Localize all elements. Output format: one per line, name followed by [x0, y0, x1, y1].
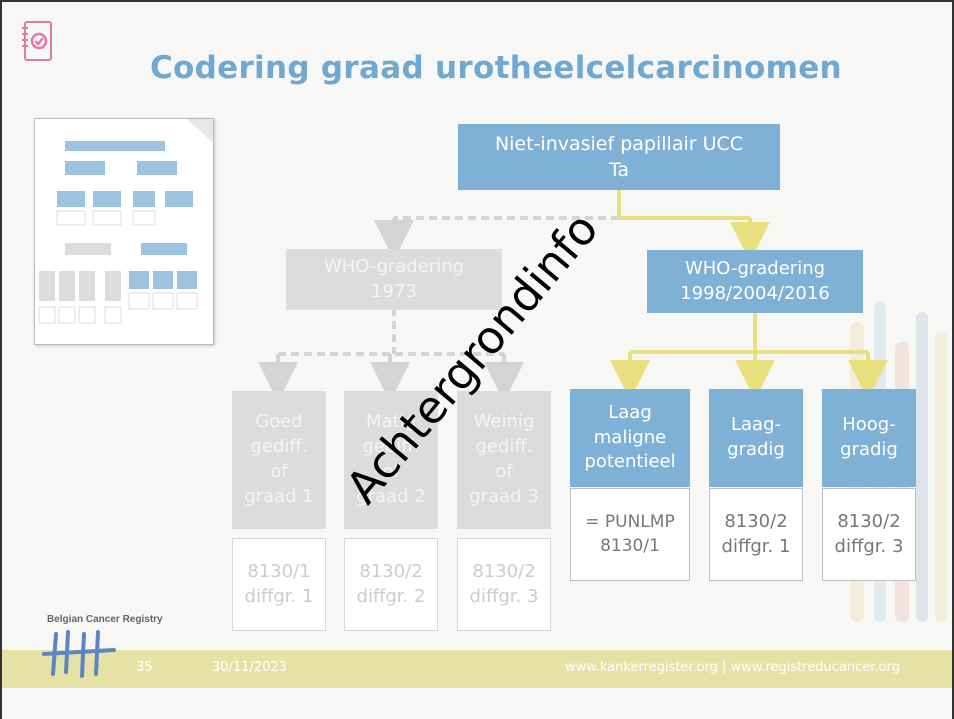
- footer-urls: www.kankerregister.org | www.registreduc…: [565, 660, 900, 675]
- grade-hooggradig: Hoog- gradig: [822, 389, 916, 487]
- node-who-1973: WHO-gradering 1973: [286, 249, 502, 310]
- code-1973-goed: 8130/1 diffgr. 1: [232, 538, 326, 631]
- page-title: Codering graad urotheelcelcarcinomen: [150, 50, 842, 86]
- code-punlmp: = PUNLMP 8130/1: [570, 488, 690, 581]
- registry-logo-icon: [42, 630, 116, 678]
- code-hooggradig: 8130/2 diffgr. 3: [822, 488, 916, 581]
- grade-1973-matig: Matig gediff. of graad 2: [344, 391, 438, 529]
- code-1973-matig: 8130/2 diffgr. 2: [344, 538, 438, 631]
- registry-name: Belgian Cancer Registry: [47, 614, 163, 625]
- checklist-icon: [22, 21, 52, 61]
- document-thumbnail-icon: [34, 118, 214, 345]
- grade-laag-maligne-potentieel: Laag maligne potentieel: [570, 389, 690, 487]
- footer-date: 30/11/2023: [212, 660, 287, 675]
- code-laaggradig: 8130/2 diffgr. 1: [709, 488, 803, 581]
- code-1973-weinig: 8130/2 diffgr. 3: [457, 538, 551, 631]
- grade-1973-goed: Goed gediff. of graad 1: [232, 391, 326, 529]
- node-niet-invasief: Niet-invasief papillair UCC Ta: [458, 124, 780, 190]
- grade-laaggradig: Laag- gradig: [709, 389, 803, 487]
- node-who-1998-2004-2016: WHO-gradering 1998/2004/2016: [647, 250, 863, 313]
- decor-stripe: [935, 332, 947, 622]
- page-number: 35: [136, 660, 153, 675]
- decor-stripe: [916, 312, 928, 622]
- grade-1973-weinig: Weinig gediff. of graad 3: [457, 391, 551, 529]
- footer-bar: 35 30/11/2023 www.kankerregister.org | w…: [2, 650, 952, 688]
